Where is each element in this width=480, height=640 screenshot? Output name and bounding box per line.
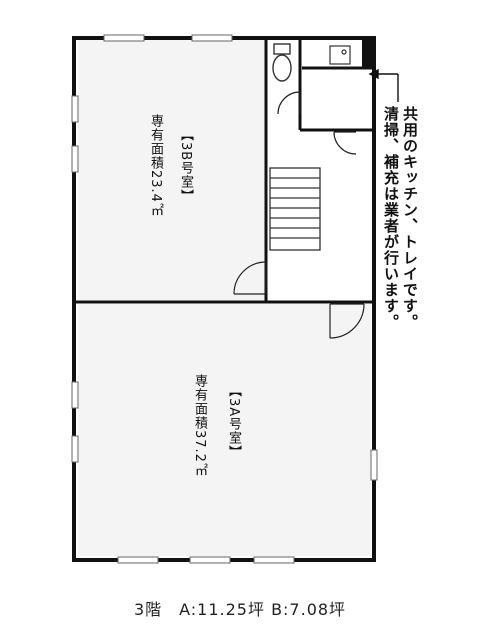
kitchen-corner-block xyxy=(362,40,374,68)
staircase xyxy=(269,167,321,251)
note-line-1: 共用のキッチン、トレイです。 xyxy=(401,106,419,330)
windows xyxy=(71,34,378,564)
room-3b-area: 専有面積23.4㎡ xyxy=(148,114,163,217)
interior-walls xyxy=(74,38,374,304)
note-line-2: 清掃、補充は業者が行います。 xyxy=(382,106,400,330)
toilet-fixture xyxy=(272,43,292,82)
room-3b-name: 【3B号室】 xyxy=(178,128,193,204)
kitchen-sink xyxy=(329,45,351,65)
door-3a xyxy=(329,303,365,339)
door-3b xyxy=(233,261,267,295)
door-toilet xyxy=(277,91,301,115)
floor-caption: 3階 A:11.25坪 B:7.08坪 xyxy=(133,600,347,619)
room-3a-name: 【3A号室】 xyxy=(226,384,241,460)
room-3a-floor xyxy=(78,304,371,556)
floor-plan xyxy=(71,34,399,564)
note-leader xyxy=(368,68,399,102)
room-3a-area: 専有面積37.2㎡ xyxy=(192,374,207,477)
door-kitchen xyxy=(333,131,357,155)
room-3b-floor xyxy=(78,40,266,300)
